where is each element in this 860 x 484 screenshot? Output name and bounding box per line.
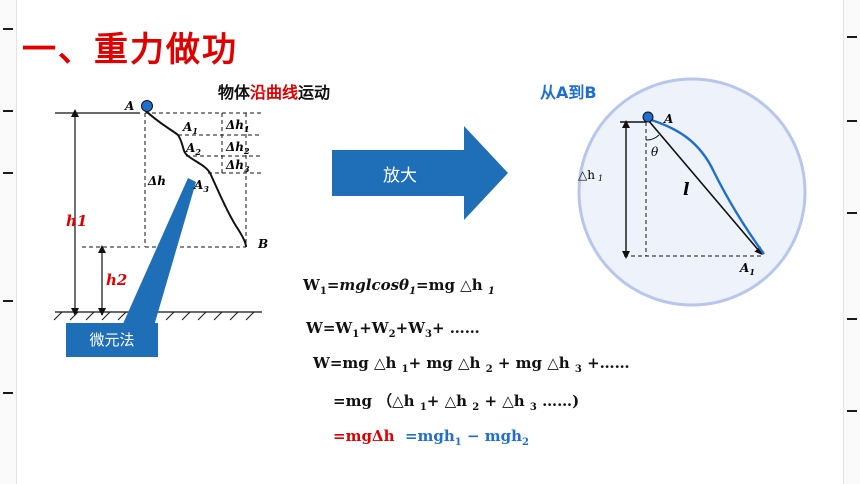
dh2-label: Δh2 — [225, 140, 250, 156]
object-ball — [141, 100, 153, 112]
right-edge-bar — [843, 0, 860, 484]
edge-tick — [3, 28, 13, 30]
subtitle-pre: 物体 — [218, 83, 251, 102]
theta-label: θ — [651, 145, 659, 159]
edge-tick — [847, 120, 857, 122]
theta-arc — [645, 134, 660, 141]
seg-a3-label: A3 — [193, 178, 209, 194]
zoom-arrow-label: 放大 — [383, 166, 417, 186]
method-box: 微元法 — [66, 323, 158, 357]
subtitle-post: 运动 — [298, 83, 331, 102]
seg-a2-label: A2 — [185, 141, 201, 157]
method-pointer — [122, 178, 196, 326]
result-mgh-diff: =mgh1 − mgh2 — [404, 427, 529, 448]
equation-result: =mgΔh =mgh1 − mgh2 — [333, 427, 529, 448]
ground-hatch — [53, 311, 255, 321]
h1-label: h1 — [66, 212, 87, 230]
l-label: l — [683, 180, 690, 200]
equation-w-expand: W=mg △h 1+ mg △h 2 + mg △h 3 +…… — [313, 354, 630, 375]
edge-tick — [847, 36, 857, 38]
edge-tick — [847, 212, 857, 214]
dh3-label: Δh3 — [225, 158, 250, 174]
edge-tick — [3, 110, 13, 112]
delta-h-label: Δh — [147, 174, 166, 188]
zoom-ball — [642, 111, 654, 123]
equation-w1: W1=mglcosθ1=mg △h 1 — [303, 276, 495, 297]
left-edge-bar — [0, 0, 17, 484]
edge-tick — [3, 300, 13, 302]
motion-subtitle: 物体沿曲线运动 — [218, 79, 330, 103]
dh1-label: Δh1 — [225, 118, 250, 134]
edge-tick — [847, 410, 857, 412]
zoom-arrow — [332, 126, 508, 220]
slide-title: 一、重力做功 — [22, 30, 238, 70]
point-a-label: A — [124, 99, 134, 113]
zoom-curve — [647, 117, 765, 255]
subtitle-highlight: 沿曲线 — [250, 83, 299, 102]
curve-path — [145, 110, 247, 248]
h2-label: h2 — [106, 271, 127, 289]
equation-w-sum: W=W1+W2+W3+ …… — [306, 319, 480, 340]
from-a-to-b-label: 从A到B — [540, 83, 597, 102]
equation-factor: =mg （△h 1+ △h 2 + △h 3 ……) — [333, 392, 580, 413]
chord-l-line — [647, 119, 763, 256]
edge-tick — [847, 318, 857, 320]
zoom-point-a-label: A — [663, 112, 673, 126]
point-b-label: B — [257, 237, 268, 251]
edge-tick — [3, 172, 13, 174]
seg-a1-label: A1 — [182, 120, 198, 136]
a1-label: A1 — [739, 261, 755, 277]
zoom-circle — [577, 77, 807, 307]
edge-tick — [3, 392, 13, 394]
result-mg-dh: =mgΔh — [333, 427, 395, 445]
